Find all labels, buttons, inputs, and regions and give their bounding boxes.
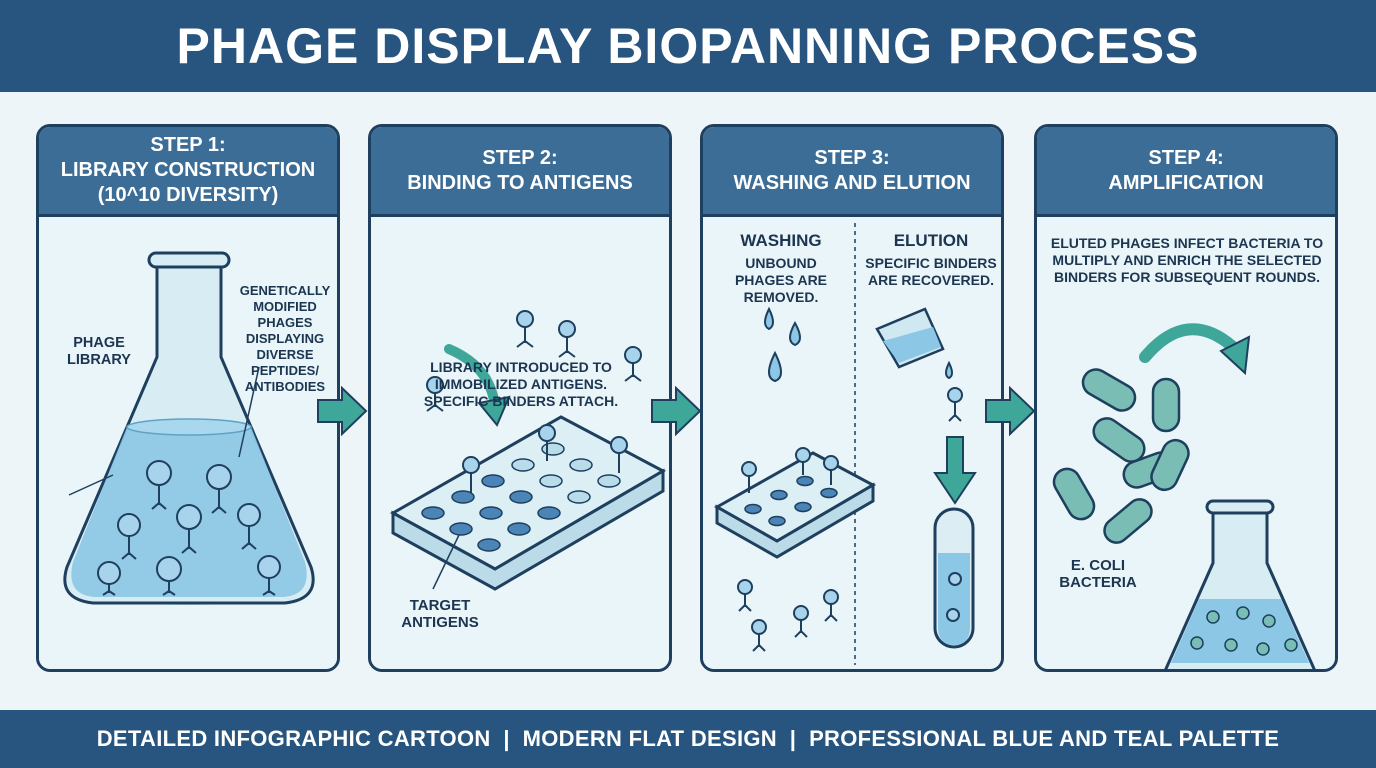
genetically-modified-phages-label: GENETICALLY MODIFIED PHAGES DISPLAYING D… (239, 283, 331, 394)
step-1-body: PHAGE LIBRARY GENETICALLY MODIFIED PHAGE… (39, 217, 337, 669)
step-2-panel: STEP 2: BINDING TO ANTIGENS (368, 124, 672, 672)
step-2-description: LIBRARY INTRODUCED TO IMMOBILIZED ANTIGE… (423, 359, 619, 409)
step-3-body: WASHING UNBOUND PHAGES ARE REMOVED. ELUT… (703, 217, 1001, 669)
step-1-header: STEP 1: LIBRARY CONSTRUCTION (10^10 DIVE… (39, 127, 337, 217)
elution-description: SPECIFIC BINDERS ARE RECOVERED. (865, 255, 997, 288)
step-3-panel: STEP 3: WASHING AND ELUTION (700, 124, 1004, 672)
step-1-panel: STEP 1: LIBRARY CONSTRUCTION (10^10 DIVE… (36, 124, 340, 672)
step-1-subtitle: (10^10 DIVERSITY) (97, 184, 279, 206)
step-4-title: AMPLIFICATION (1108, 171, 1264, 194)
step-2-header: STEP 2: BINDING TO ANTIGENS (371, 127, 669, 217)
target-antigens-label: TARGET ANTIGENS (401, 597, 479, 631)
step-4-number: STEP 4: (1148, 146, 1224, 169)
footer-caption: DETAILED INFOGRAPHIC CARTOON | MODERN FL… (96, 726, 1280, 751)
step-2-title: BINDING TO ANTIGENS (407, 171, 633, 194)
antigen-plate-illustration (389, 310, 667, 591)
elution-title: ELUTION (893, 231, 969, 250)
step-2-number: STEP 2: (482, 146, 558, 169)
step-1-title: LIBRARY CONSTRUCTION (60, 159, 316, 181)
phage-library-flask-illustration (63, 251, 315, 605)
step-1-number: STEP 1: (150, 134, 226, 156)
step-4-body: ELUTED PHAGES INFECT BACTERIA TO MULTIPL… (1037, 217, 1335, 669)
washing-description: UNBOUND PHAGES ARE REMOVED. (734, 255, 828, 305)
flow-arrow-3-icon (985, 386, 1036, 436)
step-4-panel: STEP 4: AMPLIFICATION (1034, 124, 1338, 672)
step-3-header: STEP 3: WASHING AND ELUTION (703, 127, 1001, 217)
step-2-body: LIBRARY INTRODUCED TO IMMOBILIZED ANTIGE… (371, 217, 669, 669)
step-3-title: WASHING AND ELUTION (733, 171, 971, 194)
step-4-header: STEP 4: AMPLIFICATION (1037, 127, 1335, 217)
flow-arrow-2-icon (651, 386, 702, 436)
page-title: PHAGE DISPLAY BIOPANNING PROCESS (176, 18, 1200, 74)
page-header: PHAGE DISPLAY BIOPANNING PROCESS (0, 0, 1376, 92)
washing-title: WASHING (740, 231, 822, 250)
flow-arrow-1-icon (317, 386, 368, 436)
step-3-number: STEP 3: (814, 146, 890, 169)
amplification-illustration (1052, 323, 1316, 669)
phage-library-label: PHAGE LIBRARY (67, 335, 131, 368)
ecoli-bacteria-label: E. COLI BACTERIA (1059, 557, 1137, 591)
page-footer: DETAILED INFOGRAPHIC CARTOON | MODERN FL… (0, 710, 1376, 768)
washing-elution-illustration (713, 223, 977, 665)
step-4-description: ELUTED PHAGES INFECT BACTERIA TO MULTIPL… (1050, 235, 1324, 285)
